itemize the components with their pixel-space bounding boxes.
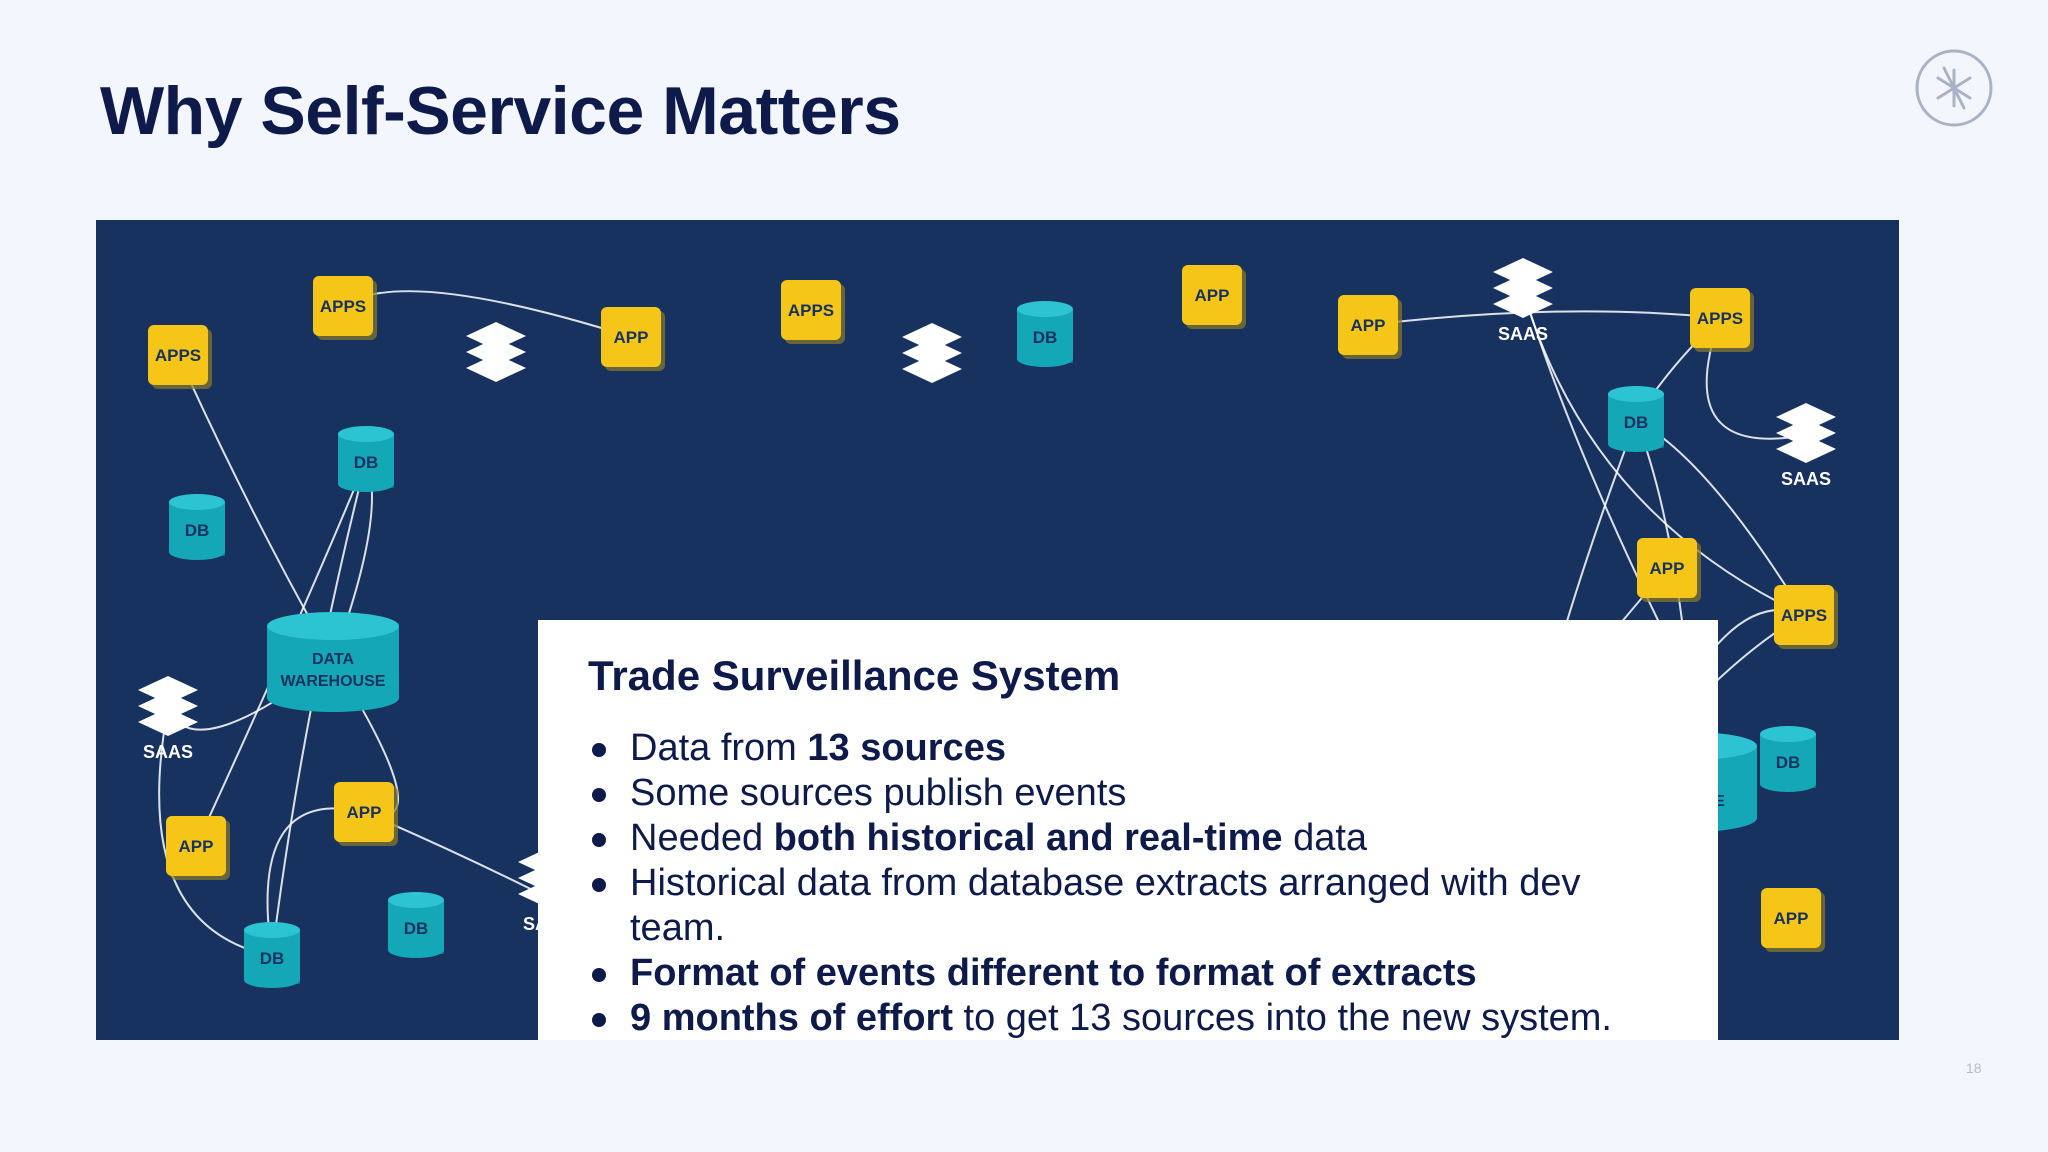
card-title: Trade Surveillance System xyxy=(588,652,1121,699)
slide-title: Why Self-Service Matters xyxy=(100,73,901,149)
database-icon: DB xyxy=(1608,386,1664,452)
app-node: APP xyxy=(334,782,398,846)
node-label: APP xyxy=(614,328,649,347)
node-label: DB xyxy=(185,521,210,540)
node-label: APP xyxy=(347,803,382,822)
bullet-item: Format of events different to format of … xyxy=(588,951,1670,996)
app-node: APPS xyxy=(313,276,377,340)
integration-diagram: APPS APPS APP APPS APP APP APPS APP APPS APP APP AP… xyxy=(96,220,1899,1040)
bullet-item: Data from 13 sources xyxy=(588,726,1670,771)
bullet-item: Needed both historical and real-time dat… xyxy=(588,816,1670,861)
app-node: APP xyxy=(1761,888,1825,952)
saas-stack-icon: SAAS xyxy=(138,676,198,762)
connector-line xyxy=(1366,310,1721,330)
saas-stack-icon: SAAS xyxy=(1493,258,1553,344)
database-icon: DB xyxy=(1017,301,1073,367)
node-label: APP xyxy=(1774,909,1809,928)
node-label: DB xyxy=(1033,328,1058,347)
app-node: APP xyxy=(601,307,665,371)
node-label: SAAS xyxy=(1498,324,1548,344)
node-label: WAREHOUSE xyxy=(281,673,386,690)
node-label: APP xyxy=(1195,286,1230,305)
bullet-item: Some sources publish events xyxy=(588,771,1670,816)
node-label: APP xyxy=(1351,316,1386,335)
node-label: DB xyxy=(260,949,285,968)
node-label: DB xyxy=(1776,753,1801,772)
node-label: APP xyxy=(1650,559,1685,578)
app-node: APP xyxy=(166,816,230,880)
connector-line xyxy=(268,459,367,958)
app-node: APPS xyxy=(1690,288,1754,352)
node-label: APPS xyxy=(788,301,834,320)
app-node: APP xyxy=(1637,538,1701,602)
saas-stack-icon: SAAS xyxy=(1776,403,1836,489)
app-node: APP xyxy=(1182,265,1246,329)
database-icon: DB xyxy=(244,922,300,988)
node-label: DATA xyxy=(312,651,355,668)
brand-logo-icon xyxy=(1915,49,1993,127)
node-label: DB xyxy=(354,453,379,472)
data-warehouse-icon: DATA WAREHOUSE xyxy=(267,612,399,712)
database-icon: DB xyxy=(169,494,225,560)
node-label: SAAS xyxy=(1781,469,1831,489)
saas-stack-icon xyxy=(466,322,526,382)
app-node: APPS xyxy=(1774,585,1838,649)
database-icon: DB xyxy=(388,892,444,958)
node-label: APPS xyxy=(320,297,366,316)
node-label: SAAS xyxy=(143,742,193,762)
bullet-list: Data from 13 sources Some sources publis… xyxy=(588,726,1670,1040)
app-node: APPS xyxy=(781,280,845,344)
node-label: DB xyxy=(1624,413,1649,432)
info-card: Trade Surveillance System Data from 13 s… xyxy=(538,620,1718,1040)
saas-stack-icon xyxy=(902,323,962,383)
node-label: APPS xyxy=(155,346,201,365)
bullet-item: Historical data from database extracts a… xyxy=(588,861,1670,951)
node-label: APPS xyxy=(1781,606,1827,625)
bullet-item: 9 months of effort to get 13 sources int… xyxy=(588,996,1670,1040)
page-number: 18 xyxy=(1966,1060,1982,1076)
node-label: DB xyxy=(404,919,429,938)
node-label: APP xyxy=(179,837,214,856)
node-label: APPS xyxy=(1697,309,1743,328)
app-node: APPS xyxy=(148,325,212,389)
app-node: APP xyxy=(1338,295,1402,359)
database-icon: DB xyxy=(1760,726,1816,792)
database-icon: DB xyxy=(338,426,394,492)
